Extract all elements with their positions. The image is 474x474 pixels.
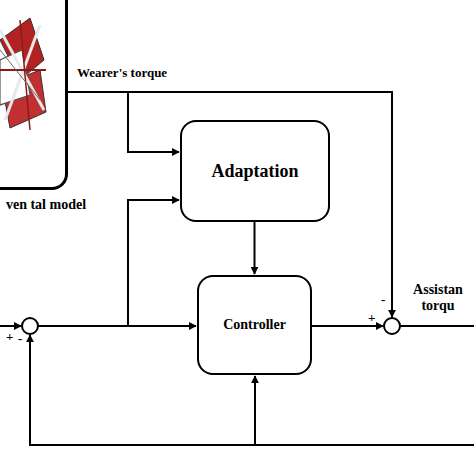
sign-minus: - xyxy=(18,332,22,347)
sign-plus: + xyxy=(368,311,375,326)
model-box: ven tal model xyxy=(0,0,68,190)
summing-junction xyxy=(22,318,38,334)
signal-arrow xyxy=(254,222,256,274)
sign-plus: + xyxy=(6,330,13,345)
signal-arrow xyxy=(68,92,179,152)
adaptation-block: Adaptation xyxy=(180,120,330,222)
node-text: Adaptation xyxy=(211,161,298,182)
node-text: Controller xyxy=(223,317,286,333)
node-text: ven tal model xyxy=(5,197,87,213)
controller-block: Controller xyxy=(197,275,312,375)
signal-wires xyxy=(0,92,474,445)
sign-minus: - xyxy=(381,293,385,308)
edge-label: Wearer's torque xyxy=(77,66,167,81)
output-label: Assistan torqu xyxy=(404,282,472,314)
summing-junction xyxy=(384,318,400,334)
skeleton-illustration xyxy=(0,18,46,130)
